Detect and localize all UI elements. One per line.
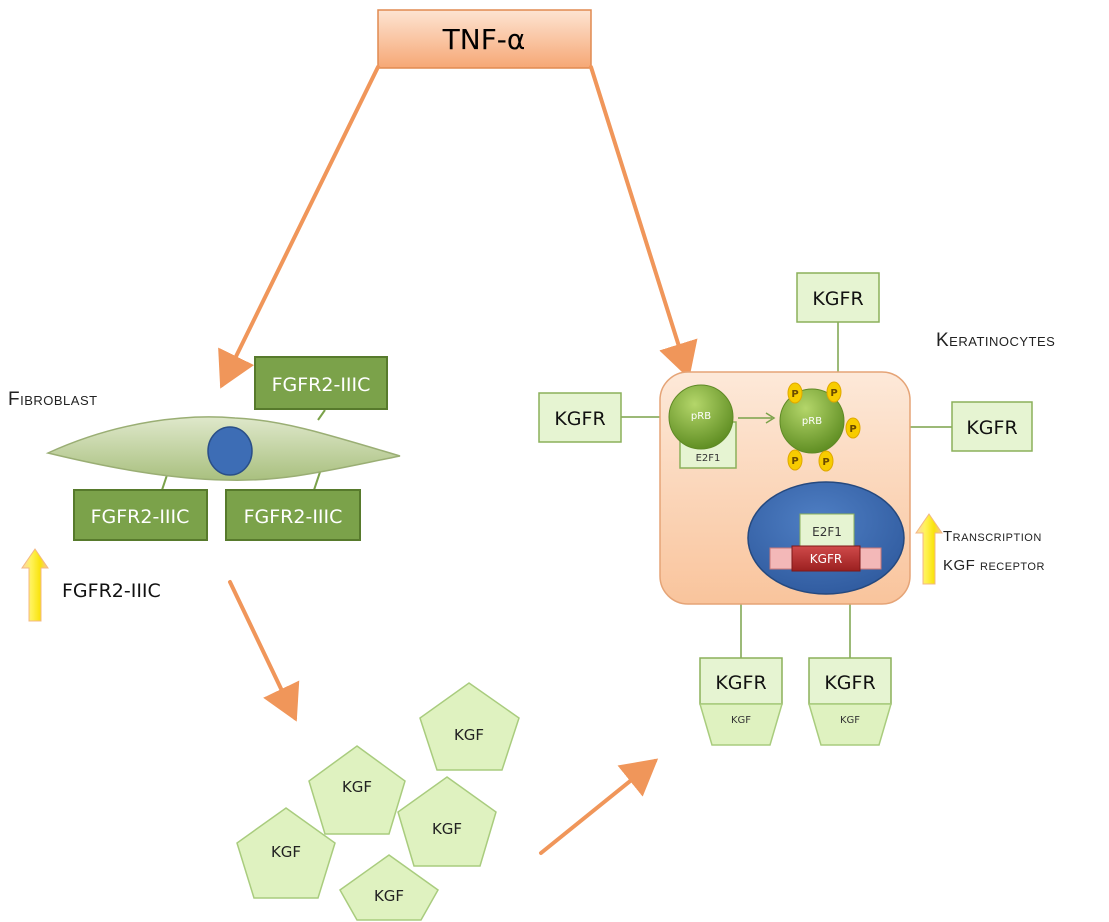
up-arrow-icon	[915, 513, 943, 585]
phosphate-group: P	[787, 382, 803, 404]
fibroblast-nucleus	[207, 426, 253, 476]
phosphate-icon	[787, 382, 803, 404]
bound-kgf-shape	[807, 703, 893, 746]
kgfr-receptor: KGFR	[796, 272, 880, 323]
phosphate-label: P	[822, 457, 829, 468]
kgf-label: KGF	[454, 726, 484, 744]
kgf-ligand: KGF	[419, 682, 520, 771]
kgfr-transcription-upregulation: Transcription KGF receptor	[915, 513, 1045, 585]
keratinocytes-title: Keratinocytes	[936, 330, 1055, 351]
kgfr-gene-box	[791, 545, 861, 572]
kgf-label: KGF	[374, 887, 404, 905]
kgfr-box	[951, 401, 1033, 452]
keratinocyte-nucleus: E2F1 KGFR	[747, 481, 905, 595]
phosphate-icon	[818, 450, 834, 472]
kgfr-gene-label: KGFR	[810, 552, 842, 566]
kgfr-kgf-bound: KGFR KGF	[698, 657, 784, 746]
phosphate-icon	[845, 417, 861, 439]
fgfr2-iiic-box	[254, 356, 388, 410]
kgfr-label: KGFR	[715, 672, 766, 694]
kgfr-box	[699, 657, 783, 705]
prb-circle	[668, 384, 734, 450]
kgf-ligand: KGF	[397, 776, 497, 867]
phosphate-group: P	[787, 449, 803, 471]
e2f1-label: E2F1	[696, 453, 721, 464]
fgfr2-iiic-receptor: FGFR2-IIIC	[73, 489, 208, 541]
kgf-ligand: KGF	[308, 745, 406, 835]
tnf-alpha-label: TNF-α	[442, 23, 526, 56]
kgfr-box	[808, 657, 892, 705]
fibroblast-receptor-connector	[317, 409, 326, 421]
transcription-line1: Transcription	[943, 528, 1042, 545]
phosphate-icon	[787, 449, 803, 471]
fgfr2-iiic-receptor: FGFR2-IIIC	[225, 489, 361, 541]
kgfr-receptor: KGFR	[538, 392, 622, 443]
arrow-tnf-to-keratinocyte	[589, 65, 698, 379]
bound-kgf-label: KGF	[731, 715, 751, 726]
kgf-pentagon	[339, 854, 439, 921]
prb-label: pRB	[691, 411, 711, 422]
phosphate-group: P	[818, 450, 834, 472]
arrow-fibroblast-to-kgf	[228, 580, 300, 722]
nucleus-e2f1-label: E2F1	[812, 525, 842, 539]
bound-kgf-shape	[698, 703, 784, 746]
arrow-tnf-to-fibroblast	[218, 65, 380, 389]
phosphate-label: P	[791, 389, 798, 400]
fgfr2-iiic-box	[225, 489, 361, 541]
kgfr-label: KGFR	[966, 417, 1017, 439]
fgfr2-iiic-label: FGFR2-IIIC	[244, 506, 343, 528]
prb-label: pRB	[802, 416, 822, 427]
phosphorylation-arrow-head	[765, 412, 776, 424]
kgf-pentagon	[308, 745, 406, 835]
fibroblast-title: Fibroblast	[8, 389, 98, 410]
kgfr-kgf-bound: KGFR KGF	[807, 657, 893, 746]
kgf-pentagon	[397, 776, 497, 867]
tnf-alpha-node: TNF-α	[377, 9, 592, 69]
fgfr2-iiic-label: FGFR2-IIIC	[272, 374, 371, 396]
kgf-pentagon	[419, 682, 520, 771]
tnf-alpha-box	[377, 9, 592, 69]
kgf-ligands: KGF KGF KGF KGF KGF	[236, 682, 520, 921]
kgf-pentagon	[236, 807, 336, 899]
phosphate-label: P	[830, 388, 837, 399]
phosphate-group: P	[845, 417, 861, 439]
phosphate-label: P	[791, 456, 798, 467]
kgfr-box	[796, 272, 880, 323]
arrow-kgf-to-keratinocyte	[539, 758, 659, 855]
kgf-label: KGF	[271, 843, 301, 861]
kgfr-label: KGFR	[824, 672, 875, 694]
fgfr2-iiic-label: FGFR2-IIIC	[91, 506, 190, 528]
fibroblast-receptor-connector	[313, 471, 321, 491]
kgf-label: KGF	[342, 778, 372, 796]
bound-kgf-label: KGF	[840, 715, 860, 726]
fgfr2-iiic-receptor: FGFR2-IIIC	[254, 356, 388, 410]
nucleus-e2f1-box	[799, 513, 855, 549]
fgfr2-iiic-box	[73, 489, 208, 541]
phospho-prb: pRB P P P P P	[779, 381, 861, 472]
kgfr-box	[538, 392, 622, 443]
phosphate-label: P	[849, 424, 856, 435]
phosphate-icon	[826, 381, 842, 403]
kgfr-receptor: KGFR	[951, 401, 1033, 452]
kgfr-label: KGFR	[554, 408, 605, 430]
kgf-label: KGF	[432, 820, 462, 838]
transcription-line2: KGF receptor	[943, 557, 1045, 574]
fgfr2-upregulation: FGFR2-IIIC	[21, 548, 161, 622]
kgfr-connectors	[621, 322, 952, 658]
phosphate-group: P	[826, 381, 842, 403]
prb-circle	[779, 388, 845, 454]
kgfr-label: KGFR	[812, 288, 863, 310]
fibroblast-cell	[45, 409, 401, 491]
arrows	[218, 65, 698, 855]
up-arrow-icon	[21, 548, 49, 622]
kgf-ligand: KGF	[236, 807, 336, 899]
prb-e2f1-complex: E2F1 pRB	[668, 384, 737, 469]
fgfr2-upregulated-label: FGFR2-IIIC	[62, 580, 161, 602]
kgf-ligand: KGF	[339, 854, 439, 921]
